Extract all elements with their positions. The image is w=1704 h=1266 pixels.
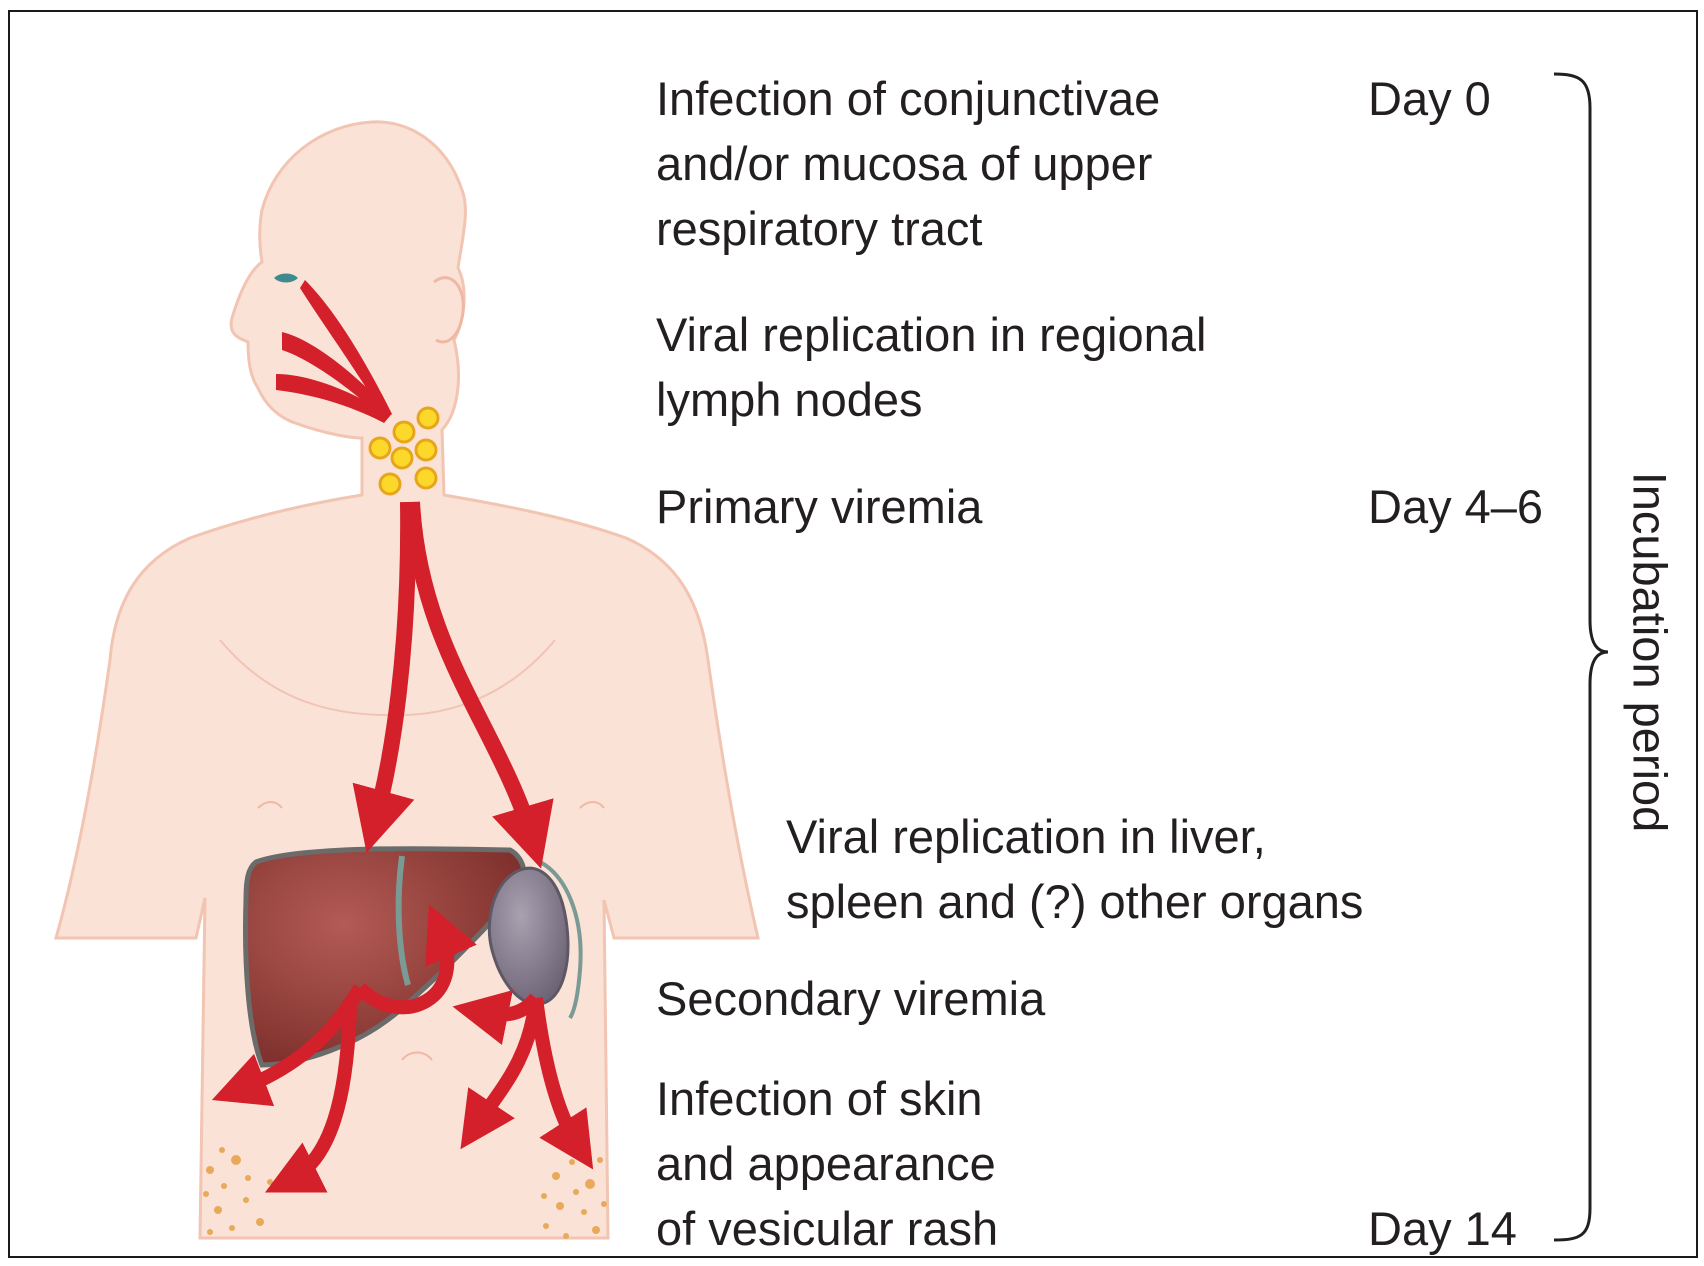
lymph-node — [370, 438, 390, 458]
lymph-node — [394, 422, 414, 442]
incubation-period-label: Incubation period — [1623, 472, 1678, 833]
stage-secondary-viremia-label: Secondary viremia — [656, 966, 1045, 1031]
day-14-label: Day 14 — [1368, 1196, 1517, 1261]
stage-conjunctivae-label: Infection of conjunctivae and/or mucosa … — [656, 66, 1160, 261]
stage-skin-label: Infection of skin and appearance of vesi… — [656, 1066, 998, 1261]
lymph-node — [416, 468, 436, 488]
lymph-node — [416, 440, 436, 460]
day-4-6-label: Day 4–6 — [1368, 474, 1543, 539]
stage-lymph-label: Viral replication in regional lymph node… — [656, 302, 1206, 432]
lymph-node — [392, 448, 412, 468]
lymph-node — [418, 408, 438, 428]
incubation-brace — [1554, 74, 1608, 1240]
day-0-label: Day 0 — [1368, 66, 1491, 131]
stage-organs-label: Viral replication in liver, spleen and (… — [786, 804, 1363, 934]
lymph-node — [380, 474, 400, 494]
stage-primary-viremia-label: Primary viremia — [656, 474, 982, 539]
